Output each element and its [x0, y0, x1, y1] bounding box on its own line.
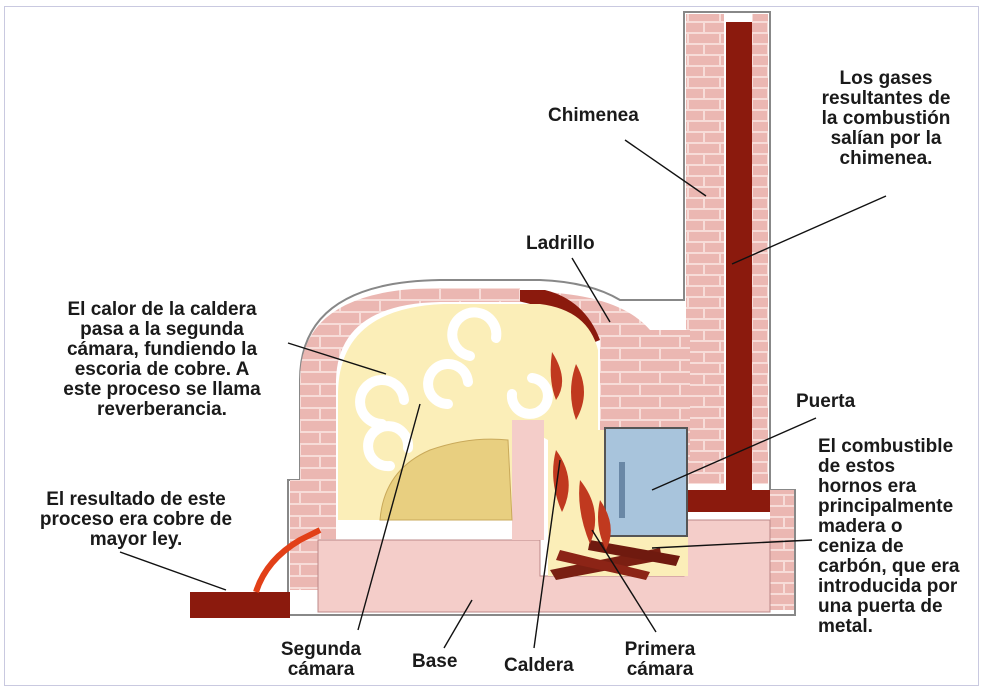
label-primera-camara: Primera cámara: [610, 640, 710, 680]
chimney-flue: [726, 22, 752, 512]
copper-outlet: [190, 592, 290, 618]
label-puerta: Puerta: [796, 392, 855, 412]
label-chimenea: Chimenea: [548, 106, 639, 126]
metal-door: [605, 428, 687, 536]
label-calor: El calor de la caldera pasa a la segunda…: [30, 300, 294, 420]
label-resultado: El resultado de este proceso era cobre d…: [22, 490, 250, 550]
label-combustible: El combustible de estos hornos era princ…: [818, 437, 978, 637]
label-gases: Los gases resultantes de la combustión s…: [800, 69, 972, 169]
chimney: [686, 14, 724, 484]
label-caldera: Caldera: [504, 656, 574, 676]
label-segunda-camara: Segunda cámara: [266, 640, 376, 680]
label-base: Base: [412, 652, 457, 672]
label-ladrillo: Ladrillo: [526, 234, 595, 254]
